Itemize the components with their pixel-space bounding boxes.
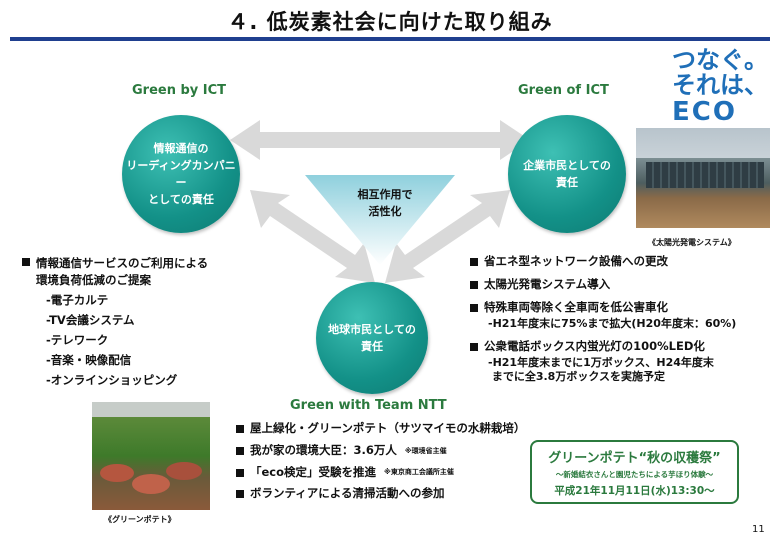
- event-date: 平成21年11月11日(水)13:30～: [554, 485, 715, 497]
- center-triangle: [305, 175, 455, 265]
- arrow-top: [230, 120, 530, 160]
- event-subtitle: ～新婚結衣さんと園児たちによる芋ほり体験～: [555, 470, 714, 479]
- bottom-bullet: ボランティアによる清掃活動への参加: [236, 487, 536, 501]
- list-item: -音楽・映像配信: [46, 352, 132, 367]
- title-underline: [10, 37, 770, 41]
- solar-caption: 《太陽光発電システム》: [648, 238, 736, 247]
- eco-logo-line3: ECO: [672, 97, 737, 128]
- list-item: -オンラインショッピング: [46, 372, 178, 387]
- interaction-diagram: [230, 120, 530, 283]
- right-sub: までに全3.8万ボックスを実施予定: [488, 369, 665, 383]
- bottom-bullet: 我が家の環境大臣：3.6万人※環境省主催: [236, 443, 536, 458]
- bullet-square-icon: [470, 258, 478, 266]
- circle-leading-company: 情報通信の リーディングカンパニー としての責任: [122, 115, 240, 233]
- bullet-square-icon: [236, 468, 244, 477]
- solar-panels: [646, 162, 764, 188]
- eco-logo: つなぐ。 それは、 ECO: [672, 46, 772, 138]
- bullet-square-icon: [236, 490, 244, 499]
- potato-shape: [100, 464, 134, 482]
- arrow-right: [385, 190, 510, 283]
- label-green-of-ict: Green of ICT: [518, 83, 609, 98]
- solar-photo: [636, 128, 770, 228]
- eco-logo-line1: つなぐ。: [672, 46, 768, 74]
- list-item: -電子カルテ: [46, 293, 109, 308]
- right-bullet: 特殊車両等除く全車両を低公害車化: [470, 300, 770, 315]
- bullet-square-icon: [236, 425, 244, 433]
- right-bullet: 省エネ型ネットワーク設備への更改: [470, 254, 770, 269]
- circle-global-citizen: 地球市民としての 責任: [316, 282, 428, 394]
- list-item: -テレワーク: [46, 332, 109, 347]
- bottom-bullet: 「eco検定」受験を推進※東京商工会議所主催: [236, 465, 536, 480]
- page-number: 11: [752, 524, 765, 535]
- left-section: 情報通信サービスのご利用による 環境負荷低減のご提案 -電子カルテ -TV会議シ…: [22, 255, 262, 393]
- label-green-by-ict: Green by ICT: [132, 83, 227, 98]
- right-sub: -H21年度末までに1万ボックス、H24年度末: [488, 356, 714, 370]
- bullet-square-icon: [470, 342, 478, 351]
- right-bullet: 公衆電話ボックス内蛍光灯の100%LED化: [470, 339, 770, 354]
- arrow-left: [250, 190, 375, 283]
- potato-caption: 《グリーンポテト》: [104, 515, 176, 524]
- eco-logo-line2: それは、: [672, 71, 768, 100]
- right-sub: -H21年度末に75%まで拡大(H20年度末：60%): [488, 317, 737, 331]
- bullet-square-icon: [470, 280, 478, 289]
- bottom-section: 屋上緑化・グリーンポテト（サツマイモの水耕栽培） 我が家の環境大臣：3.6万人※…: [236, 421, 536, 501]
- bottom-bullet: 屋上緑化・グリーンポテト（サツマイモの水耕栽培）: [236, 421, 536, 436]
- circle-corporate-citizen: 企業市民としての 責任: [508, 115, 626, 233]
- left-items: -電子カルテ -TV会議システム -テレワーク -音楽・映像配信 -オンラインシ…: [46, 294, 262, 387]
- left-bullet: 情報通信サービスのご利用による 環境負荷低減のご提案: [22, 255, 262, 288]
- potato-shape: [132, 474, 170, 494]
- bullet-square-icon: [236, 446, 244, 455]
- center-text: 相互作用で 活性化: [357, 188, 413, 218]
- bullet-square-icon: [470, 303, 478, 312]
- bullet-square-icon: [22, 258, 30, 266]
- potato-shape: [166, 462, 202, 480]
- list-item: -TV会議システム: [46, 313, 135, 328]
- potato-photo: [92, 402, 210, 510]
- label-green-with-team: Green with Team NTT: [290, 398, 447, 413]
- harvest-event-box: グリーンポテト“秋の収穫祭” ～新婚結衣さんと園児たちによる芋ほり体験～ 平成2…: [530, 440, 739, 504]
- right-section: 省エネ型ネットワーク設備への更改 太陽光発電システム導入 特殊車両等除く全車両を…: [470, 254, 770, 383]
- event-title: グリーンポテト“秋の収穫祭”: [548, 451, 721, 466]
- right-bullet: 太陽光発電システム導入: [470, 277, 770, 292]
- page-title: ４. 低炭素社会に向けた取り組み: [227, 10, 553, 34]
